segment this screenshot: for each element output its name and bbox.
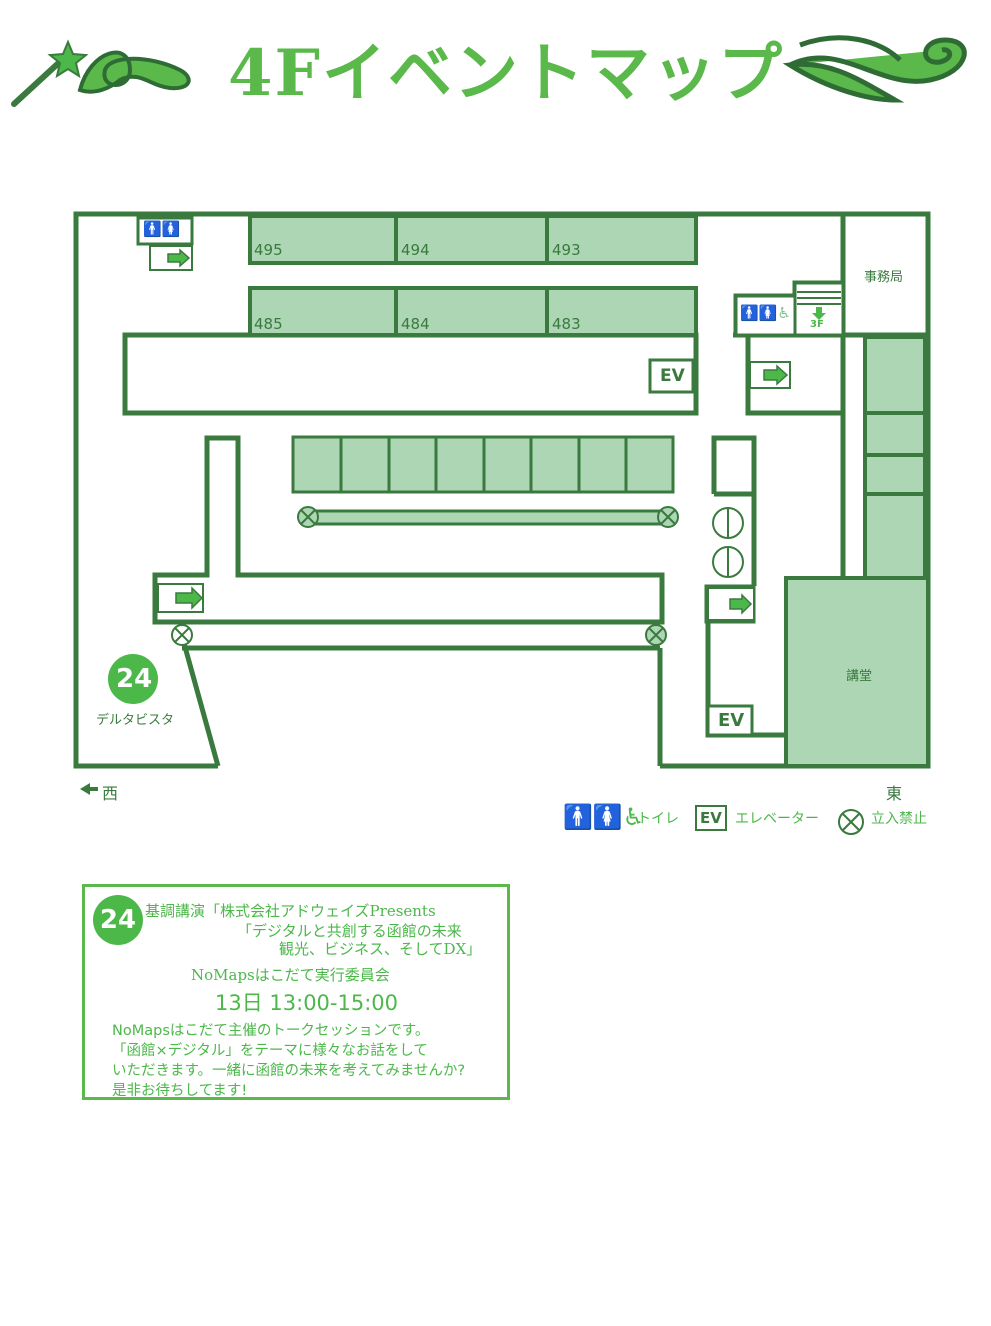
office-label: 事務局 xyxy=(864,270,904,285)
room-label: 484 xyxy=(401,315,430,333)
event-title: 基調講演「株式会社アドウェイズPresents xyxy=(145,902,436,920)
event-number-badge: 24 xyxy=(93,895,143,945)
event-description: いただきます。一緒に函館の未来を考えてみませんか? xyxy=(112,1063,466,1079)
legend-no-entry: 立入禁止 xyxy=(871,811,927,827)
header-decoration xyxy=(11,35,967,107)
elevator-icon: EV xyxy=(695,805,727,831)
event-info-box: 24 基調講演「株式会社アドウェイズPresents 「デジタルと共創する函館の… xyxy=(82,884,510,1100)
room-label: 485 xyxy=(254,315,283,333)
toilet-icon: 🚹🚺♿ xyxy=(740,304,791,322)
side-room xyxy=(863,492,927,580)
swirl-left-icon xyxy=(77,50,191,94)
event-title: 「デジタルと共創する函館の未来 xyxy=(237,922,462,940)
diagonal-wall xyxy=(179,635,221,767)
legend-elevator: エレベーター xyxy=(735,811,819,827)
toilet-icon: 🚹🚺 xyxy=(143,220,181,238)
room-483 xyxy=(545,286,698,337)
side-room xyxy=(863,411,927,457)
no-entry-icon xyxy=(171,506,679,646)
side-room xyxy=(863,453,927,496)
event-description: 是非お待ちしてます! xyxy=(112,1083,248,1099)
event-organizer: NoMapsはこだて実行委員会 xyxy=(191,966,390,984)
event-time: 13日 13:00-15:00 xyxy=(215,991,399,1015)
no-entry-icon xyxy=(838,809,864,835)
marker-number: 24 xyxy=(116,664,153,694)
swirl-right-icon xyxy=(782,35,967,103)
east-label: 東 xyxy=(886,784,903,803)
legend-toilet: トイレ xyxy=(637,811,679,827)
room-495 xyxy=(248,214,398,265)
west-label: 西 xyxy=(102,784,119,803)
event-description: NoMapsはこだて主催のトークセッションです。 xyxy=(112,1023,430,1039)
elevator-label: EV xyxy=(660,366,685,386)
arrow-down-icon xyxy=(812,307,826,320)
event-description: 「函館×デジタル」をテーマに様々なお話をして xyxy=(112,1043,428,1059)
room-label: 483 xyxy=(552,315,581,333)
stairs-floor-label: 3F xyxy=(810,319,824,330)
magic-wand-icon xyxy=(11,39,89,107)
room-blocks xyxy=(248,214,930,768)
barrier xyxy=(306,509,670,526)
arrow-left-icon xyxy=(80,783,98,795)
door-icon xyxy=(712,507,744,578)
room-label: 495 xyxy=(254,241,283,259)
side-room xyxy=(863,335,927,415)
toilet-icon: 🚹🚺♿ xyxy=(563,803,645,831)
room-label: 494 xyxy=(401,241,430,259)
arrow-right-icon xyxy=(167,248,789,615)
floor-plan xyxy=(73,211,931,795)
room-493 xyxy=(545,214,698,265)
room-label: 493 xyxy=(552,241,581,259)
booths xyxy=(291,435,675,494)
event-marker xyxy=(108,654,158,704)
hall-label: 講堂 xyxy=(846,669,873,684)
elevator-label: EV xyxy=(718,710,745,731)
page-title: 4Fイベントマップ xyxy=(228,36,784,111)
event-title: 観光、ビジネス、そしてDX」 xyxy=(279,940,482,958)
marker-place: デルタビスタ xyxy=(96,713,175,728)
lecture-hall xyxy=(784,576,930,768)
